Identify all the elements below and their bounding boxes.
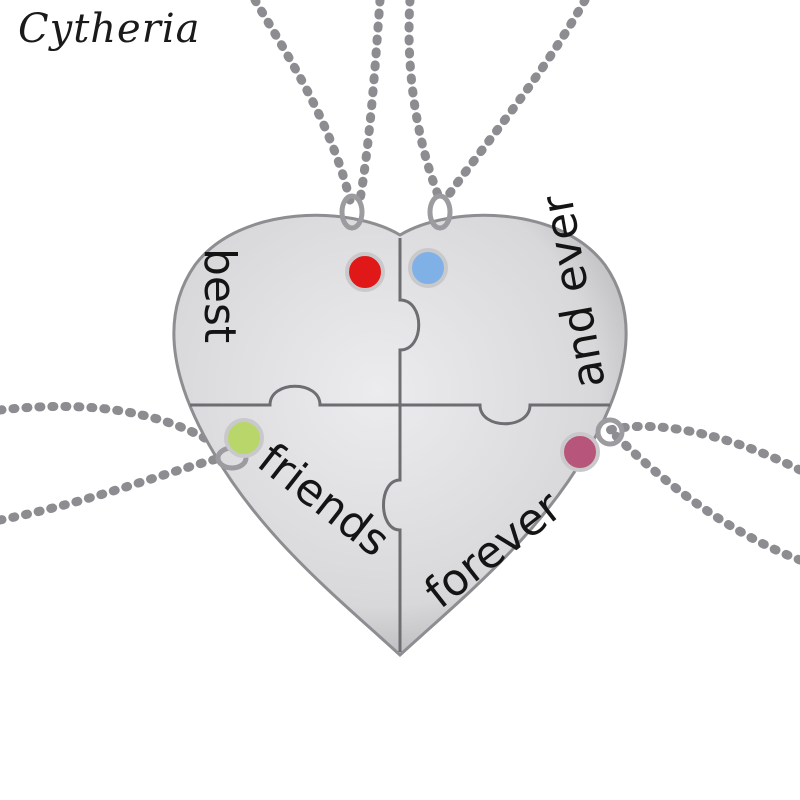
- chain-top-right: [440, 0, 590, 205]
- stone-bottom-right: [560, 432, 600, 472]
- chain-right-2: [605, 421, 800, 475]
- bail-top-right: [427, 193, 453, 231]
- brand-logo: Cytheria: [18, 6, 201, 52]
- stones: [224, 248, 600, 472]
- seam-vertical: [382, 238, 421, 652]
- stone-top-left: [345, 252, 385, 292]
- stone-bottom-left: [224, 418, 264, 458]
- chain-top-mid-1: [355, 0, 385, 205]
- stone-top-right: [408, 248, 448, 288]
- chain-top-left: [250, 0, 355, 205]
- chain-top-mid-2: [404, 0, 445, 205]
- heart-pendant: [172, 213, 628, 658]
- engraving-best: best: [194, 248, 245, 343]
- chain-left-low: [0, 450, 237, 525]
- chains: [0, 0, 800, 565]
- bail-top-left: [339, 193, 365, 231]
- chain-right: [605, 425, 800, 565]
- bail-right: [595, 417, 625, 447]
- bails: [215, 193, 625, 471]
